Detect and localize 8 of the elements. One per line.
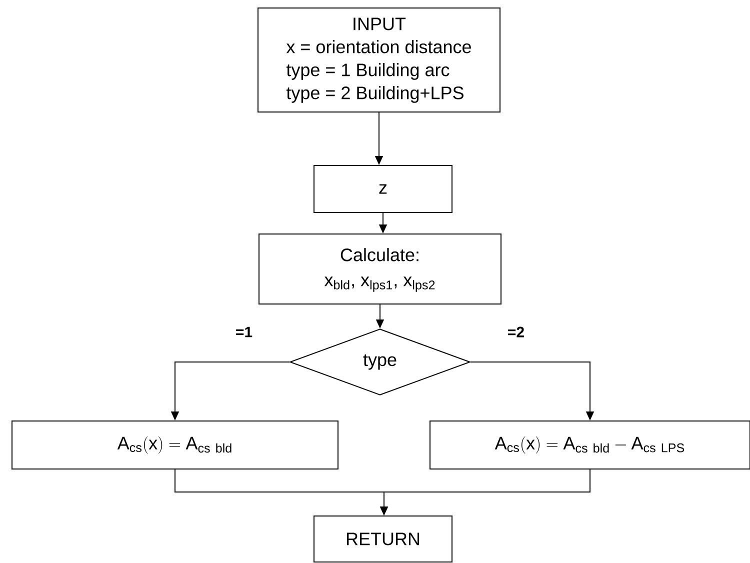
process-box: $\mathrm{A_{cs}(x)=A_{cs\ bld}} - \mathrm{A_{cs\ LPS}}$ (430, 420, 750, 470)
process-box: z (314, 165, 452, 213)
process-box: $\mathrm{A_{cs}(x)=A_{cs\ bld}}$ (12, 420, 338, 470)
process-box: RETURN (314, 516, 452, 562)
edge-label: =1 (234, 326, 254, 338)
edge-label: =2 (506, 326, 526, 338)
process-box: INPUT x = orientation distance type = 1 Building arc type = 2 Building+LPS (258, 8, 500, 112)
process-box: Calculate: x$_{bld}$, x$_{lps1}$, x$_{lps2}$ (258, 234, 502, 304)
